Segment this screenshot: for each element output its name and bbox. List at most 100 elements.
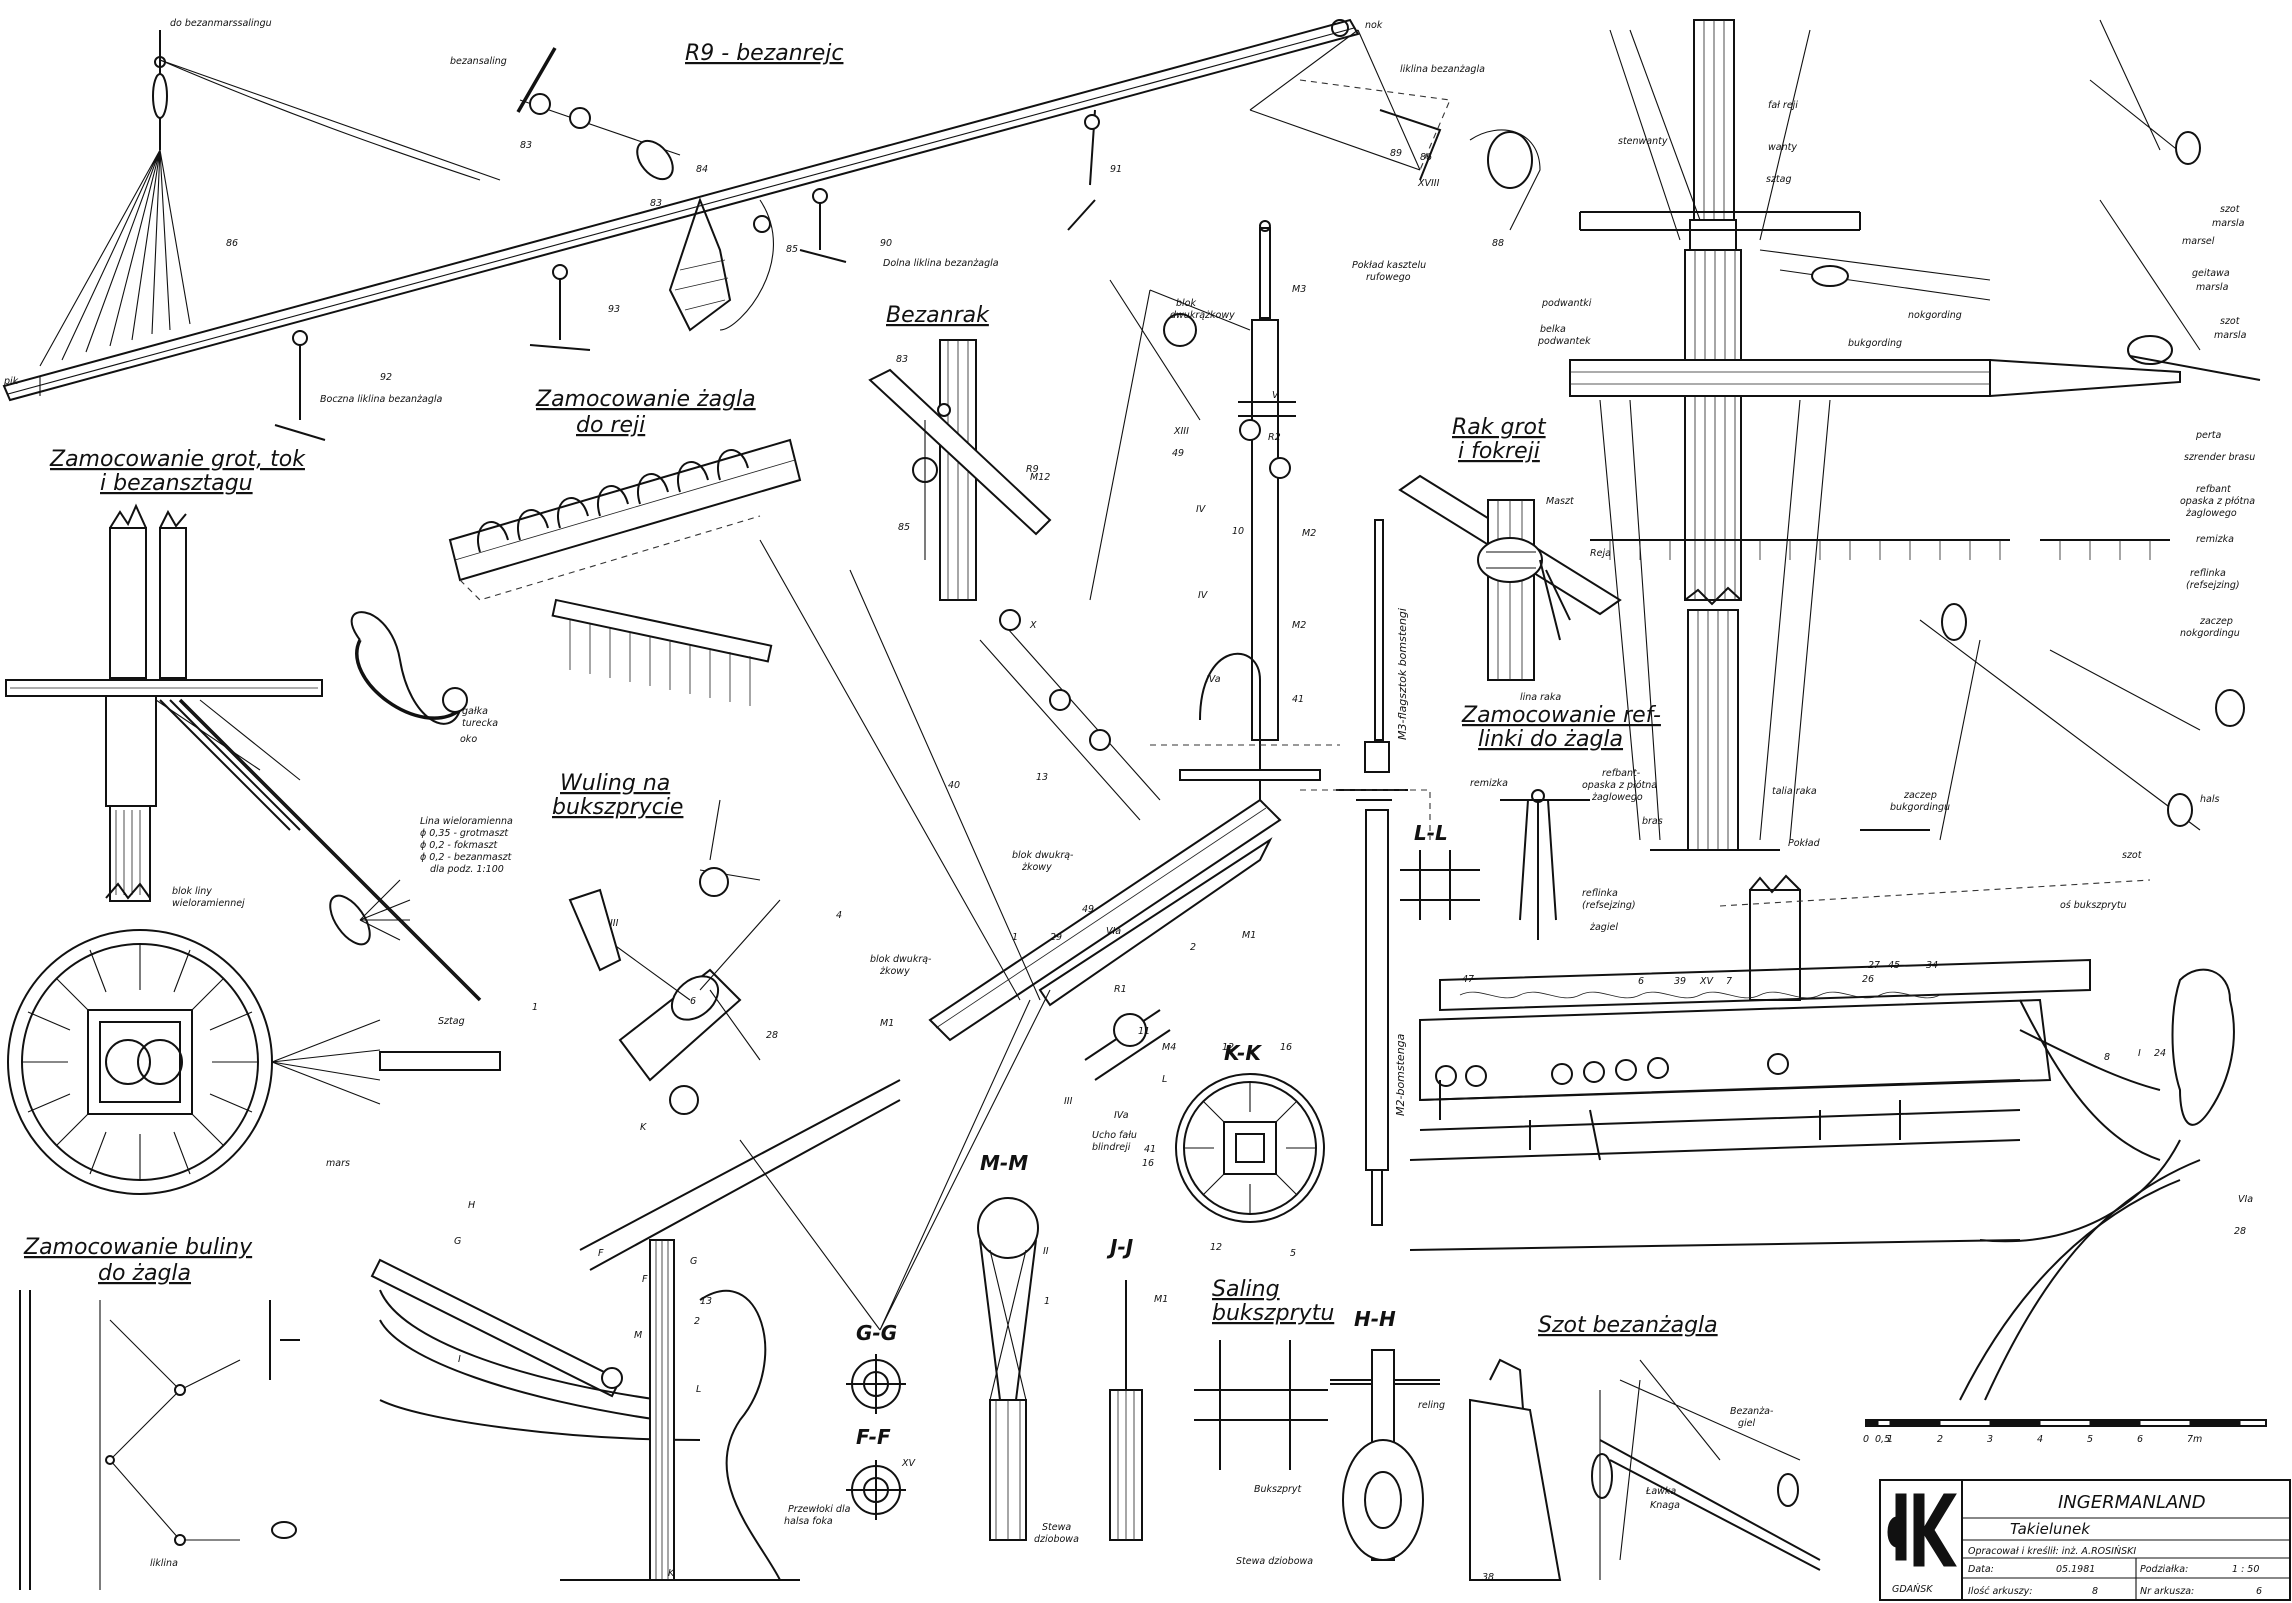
callout-number: 47: [1462, 974, 1474, 985]
label-maszt: Maszt: [1546, 496, 1575, 507]
szot-title: Szot bezanżagla: [1538, 1313, 1718, 1338]
callout-number: 41: [1292, 694, 1304, 705]
callout-number: 84: [696, 164, 708, 175]
label-wanty: wanty: [1768, 142, 1797, 153]
callout-number: 39: [1674, 976, 1686, 987]
label-stewa-2: dziobowa: [1034, 1534, 1079, 1545]
label-zaczep: zaczep: [2199, 616, 2233, 627]
label-belka-2: podwantek: [1537, 336, 1591, 347]
callout-number: F: [598, 1248, 604, 1259]
hh-section-drawing: [1330, 1349, 1440, 1561]
callout-number: 83: [520, 140, 532, 151]
label-os-bukszprytu: oś bukszprytu: [2060, 900, 2127, 911]
label-oko: oko: [460, 734, 477, 745]
label-lawka: Ławka: [1645, 1486, 1676, 1497]
callout-number: M2: [1302, 528, 1316, 539]
callout-number: M1: [1154, 1294, 1168, 1305]
callout-number: F: [642, 1274, 648, 1285]
callout-numbers: 868384838590919392868988XVIII83R985M1249…: [226, 140, 2253, 1583]
label-blok-dwukr-4: żkowy: [1021, 862, 1052, 873]
callout-number: 16: [1142, 1158, 1154, 1169]
callout-number: 24: [2154, 1048, 2166, 1059]
label-szot: szot: [2122, 850, 2143, 861]
title-block: [1879, 1479, 2291, 1601]
callout-number: 89: [1390, 148, 1402, 159]
callout-number: 45: [1888, 960, 1900, 971]
reflinki-title: Zamocowanie ref-: [1461, 703, 1661, 728]
label-blok-dwukr: blok: [1176, 298, 1196, 309]
r9-bezanrejc-drawing: [2, 18, 1541, 441]
label-nokgording: nokgording: [1908, 310, 1962, 321]
callout-number: 85: [898, 522, 910, 533]
callout-number: 1: [1044, 1296, 1050, 1307]
label-reling: reling: [1418, 1400, 1445, 1411]
grot-title: Zamocowanie grot, tok: [49, 447, 306, 472]
title-block-date-label: Data:: [1968, 1564, 1994, 1575]
callout-number: III: [1064, 1096, 1073, 1107]
callout-number: IV: [1196, 504, 1207, 515]
callout-number: V: [1272, 390, 1280, 401]
label-galka: gałka: [462, 706, 488, 717]
label-szot-marsla: szot: [2220, 204, 2241, 215]
ll-section-drawing: [1400, 850, 1480, 920]
label-bezanzagiel-2: giel: [1738, 1418, 1756, 1429]
saling-title: Saling: [1212, 1277, 1280, 1302]
label-refbant: refbant: [2196, 484, 2232, 495]
callout-number: IVa: [1114, 1110, 1129, 1121]
callout-number: I: [2138, 1048, 2141, 1059]
callout-number: I: [458, 1354, 461, 1365]
callout-number: VIa: [2238, 1194, 2253, 1205]
callout-number: 83: [896, 354, 908, 365]
label-boczna-liklina: Boczna liklina bezanżagla: [320, 394, 443, 405]
grot-tok-drawing: [5, 503, 501, 1195]
callout-number: 13: [700, 1296, 712, 1307]
callout-number: 2: [694, 1316, 700, 1327]
label-lina-wielo-2: ϕ 0,35 - grotmaszt: [420, 828, 509, 839]
section-ll: L-L: [1414, 821, 1448, 845]
callout-number: M1: [1242, 930, 1256, 941]
callout-number: 8: [2104, 1052, 2110, 1063]
title-block-date: 05.1981: [2056, 1564, 2095, 1575]
zagla-do-reji-drawing: [448, 438, 802, 706]
callout-number: 92: [380, 372, 392, 383]
label-stenwanty: stenwanty: [1618, 136, 1668, 147]
section-jj: J-J: [1106, 1235, 1134, 1259]
label-refbant-2: opaska z płótna: [2180, 496, 2255, 507]
label-nok: nok: [1365, 20, 1383, 31]
label-lina-wielo-5: dla podz. 1:100: [430, 864, 504, 875]
callout-number: L: [1162, 1074, 1167, 1085]
mars-spokes: [22, 944, 258, 1180]
label-lina-wielo-3: ϕ 0,2 - fokmaszt: [420, 840, 499, 851]
callout-number: 29: [1050, 932, 1062, 943]
section-gg: G-G: [856, 1321, 897, 1345]
wuling-title-2: bukszprycie: [552, 795, 683, 820]
label-lina-wielo-4: ϕ 0,2 - bezanmaszt: [420, 852, 513, 863]
saling-drawing: [1194, 1340, 1328, 1470]
callout-number: 13: [1036, 772, 1048, 783]
title-block-sheets-label: Ilość arkuszy:: [1968, 1586, 2032, 1597]
scale-tick-label: 2: [1937, 1434, 1943, 1445]
label-podwantki: podwantki: [1541, 298, 1592, 309]
label-knaga: Knaga: [1650, 1500, 1680, 1511]
callout-number: H: [468, 1200, 475, 1211]
r9-title: R9 - bezanrejc: [685, 41, 843, 66]
callout-number: VIa: [1106, 926, 1121, 937]
callout-number: 88: [1492, 238, 1504, 249]
callout-number: 34: [1926, 960, 1938, 971]
callout-number: 93: [608, 304, 620, 315]
label-przewloki: Przewłoki dla: [788, 1504, 851, 1515]
callout-number: II: [1043, 1246, 1049, 1257]
jj-section-drawing: [1109, 1280, 1143, 1541]
reflinki-drawing: [1500, 789, 1590, 940]
callout-number: IV: [1198, 590, 1209, 601]
mizzen-mast-drawing: [739, 220, 1340, 1331]
label-stewa: Stewa: [1042, 1522, 1071, 1533]
callout-number: 6: [690, 996, 696, 1007]
callout-number: R2: [1268, 432, 1281, 443]
bomstenga-drawing: [1300, 519, 1431, 1226]
callout-number: 91: [1110, 164, 1122, 175]
label-reja: Reja: [1590, 548, 1611, 559]
callout-number: 10: [1232, 526, 1244, 537]
